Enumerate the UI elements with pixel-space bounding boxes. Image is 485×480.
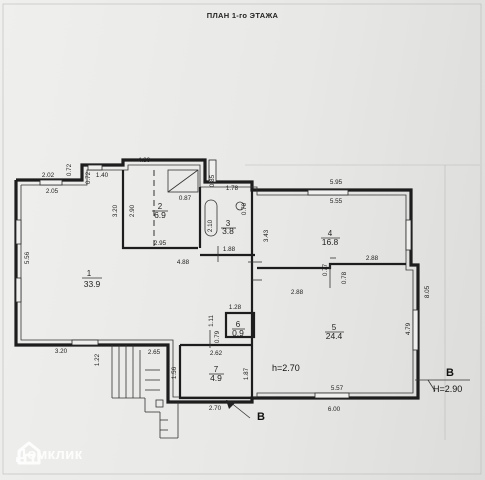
window: [405, 219, 412, 251]
room-3-number: 3: [226, 219, 231, 228]
ceiling-height-room: h=2.70: [272, 363, 300, 373]
section-arrow-head: [226, 400, 236, 409]
window: [314, 392, 350, 399]
room-7-number: 7: [214, 365, 219, 374]
window: [39, 179, 63, 186]
dimension-label: 0.87: [179, 195, 192, 202]
dimension-label: 0.85: [209, 174, 216, 187]
dimension-label: 0.72: [66, 163, 73, 176]
window: [412, 309, 419, 351]
dimension-label: 1.40: [96, 172, 109, 179]
dimension-label: 2.65: [148, 349, 161, 356]
window: [87, 164, 103, 171]
window: [307, 189, 349, 196]
dimension-label: 0.78: [341, 271, 348, 284]
room-4-wall: [257, 262, 406, 270]
watermark: Домклик: [16, 440, 82, 468]
exterior-wall: [14, 158, 420, 404]
dimension-label: 0.77: [322, 263, 329, 276]
plan-title: ПЛАН 1-го ЭТАЖА: [206, 11, 279, 20]
dimension-label: 1.11: [208, 315, 215, 327]
room-2-niche-diagonal: [167, 169, 199, 193]
paper-frame: [2, 3, 482, 475]
window: [71, 339, 99, 346]
dimension-label: 2.05: [46, 188, 59, 195]
window: [15, 277, 22, 303]
dimension-label: 6.00: [328, 406, 341, 413]
room-2-number: 2: [158, 202, 163, 211]
room-2-niche: [167, 169, 199, 193]
section-mark-bottom: B: [257, 411, 265, 423]
dimension-label: 5.95: [330, 179, 343, 186]
room-1-number: 1: [87, 269, 92, 278]
dimension-label: 0.72: [85, 171, 92, 184]
dimension-label: 3.20: [55, 348, 68, 355]
room-3-area: 3.8: [222, 226, 234, 236]
domclick-logo-icon: [17, 441, 41, 465]
dimension-label: 2.88: [366, 255, 379, 262]
room-1-area: 33.9: [84, 279, 101, 289]
dimension-label: 2.70: [209, 405, 222, 412]
elevation-tick: [427, 379, 436, 392]
dimension-label: 2.95: [154, 240, 167, 247]
room-4-number: 4: [328, 229, 333, 238]
room-6-wall: [224, 311, 256, 339]
room-2-area: 6.9: [154, 210, 166, 220]
dimension-label: 2.88: [291, 289, 304, 296]
room-6-number: 6: [236, 320, 241, 329]
dimension-label: 2.02: [42, 172, 55, 179]
room-5-number: 5: [332, 323, 337, 332]
dimension-label: 0.79: [214, 330, 221, 343]
dimension-label: 2.62: [210, 350, 223, 357]
dimension-label: 1.22: [94, 353, 101, 366]
dimension-label: 3.20: [112, 204, 119, 217]
dimension-label: 5.57: [331, 385, 344, 392]
dimension-label: 1.56: [171, 366, 178, 379]
dimension-label: 0.70: [241, 202, 248, 215]
dimension-label: 2.90: [129, 204, 136, 217]
room-5-area: 24.4: [326, 331, 343, 341]
dimension-label: 1.78: [226, 185, 239, 192]
dimension-label: 1.88: [223, 246, 236, 253]
dimension-label: 4.80: [138, 157, 151, 164]
room-7-area: 4.9: [210, 373, 222, 383]
dimension-label: 5.56: [24, 251, 31, 264]
room-6-area: 0.9: [232, 328, 244, 338]
room-2-wall: [121, 170, 198, 250]
room-4-area: 16.8: [322, 237, 339, 247]
ceiling-height-total: H=2.90: [433, 384, 462, 394]
dimension-label: 3.43: [263, 229, 270, 242]
dimension-label: 4.88: [177, 259, 190, 266]
exterior-wall-inner: [20, 164, 414, 398]
dimension-label: 1.28: [229, 304, 242, 311]
dimension-label: 4.79: [405, 322, 412, 335]
dimension-label: 1.87: [243, 367, 250, 380]
dimension-label: 8.05: [424, 285, 431, 298]
room-7-wall: [178, 345, 252, 400]
stairs: [111, 345, 179, 439]
dimension-label: 2.10: [207, 219, 214, 232]
window: [208, 159, 217, 183]
window: [15, 219, 22, 245]
dimension-label: 5.55: [330, 198, 343, 205]
bathtub-shape: [204, 199, 218, 237]
section-mark-right: B: [446, 367, 454, 379]
sink-shape: [235, 201, 245, 211]
